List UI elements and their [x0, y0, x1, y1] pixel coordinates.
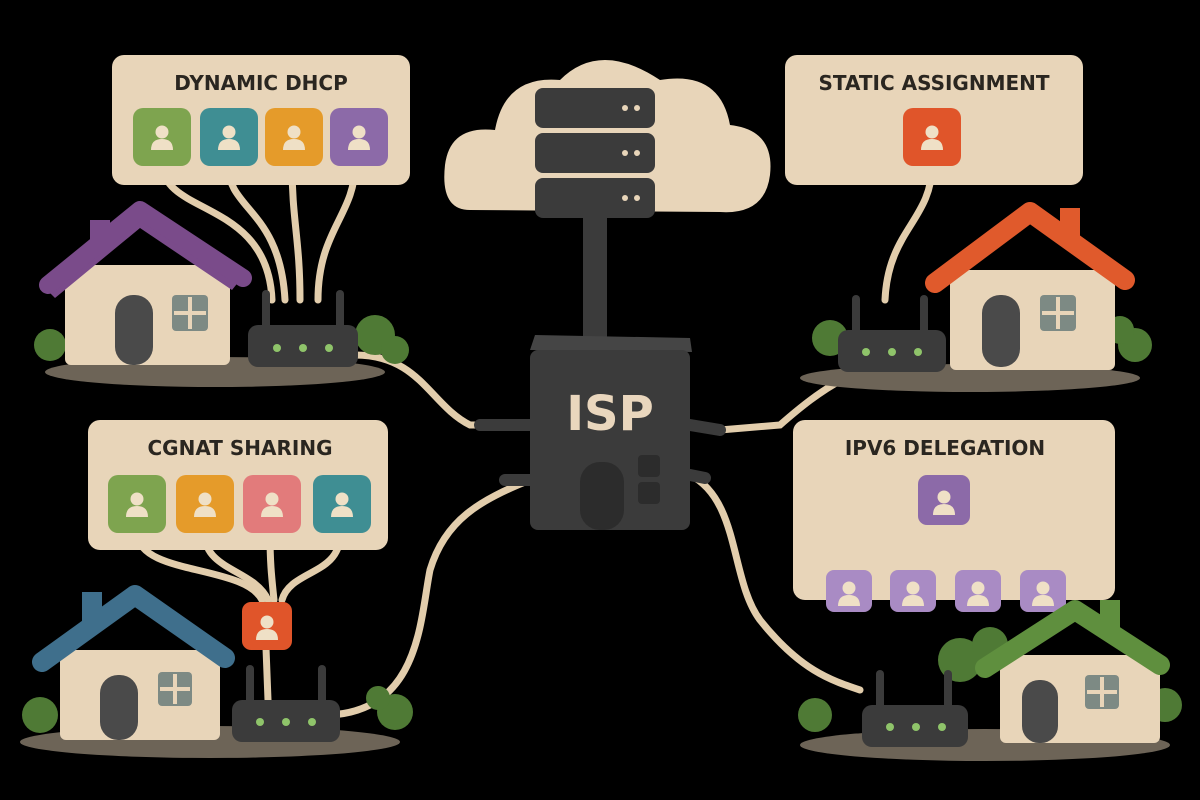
user-icon [313, 475, 371, 533]
panel-title-dynamic: DYNAMIC DHCP [174, 71, 348, 95]
bush-icon [22, 686, 413, 733]
user-icon [826, 570, 872, 612]
user-icon [330, 108, 388, 166]
panel-title-cgnat: CGNAT SHARING [148, 436, 333, 460]
user-icon [903, 108, 961, 166]
user-icon [918, 475, 970, 525]
panel-static-assignment [785, 55, 1083, 185]
isp-building [530, 335, 692, 530]
user-icon [108, 475, 166, 533]
bush-icon [34, 315, 409, 364]
panel-ipv6-delegation [793, 420, 1115, 612]
panel-dynamic-dhcp [112, 55, 410, 185]
user-icon [890, 570, 936, 612]
server-icon [535, 88, 655, 338]
house-icon [798, 600, 1182, 761]
user-icon [200, 108, 258, 166]
house-icon [20, 585, 413, 758]
router-icon [248, 290, 358, 367]
panel-title-ipv6: IPV6 DELEGATION [845, 436, 1045, 460]
user-icon [133, 108, 191, 166]
router-icon [232, 665, 340, 742]
isp-label: ISP [566, 386, 654, 442]
user-icon [243, 475, 301, 533]
dark-cable-ends [474, 419, 726, 486]
user-icon [265, 108, 323, 166]
router-icon [862, 670, 968, 747]
user-icon [1020, 570, 1066, 612]
router-icon [838, 295, 946, 372]
user-icon [176, 475, 234, 533]
nat-user-icon [242, 602, 292, 650]
panel-cgnat-sharing [88, 420, 388, 550]
panel-title-static: STATIC ASSIGNMENT [818, 71, 1049, 95]
user-icon [955, 570, 1001, 612]
